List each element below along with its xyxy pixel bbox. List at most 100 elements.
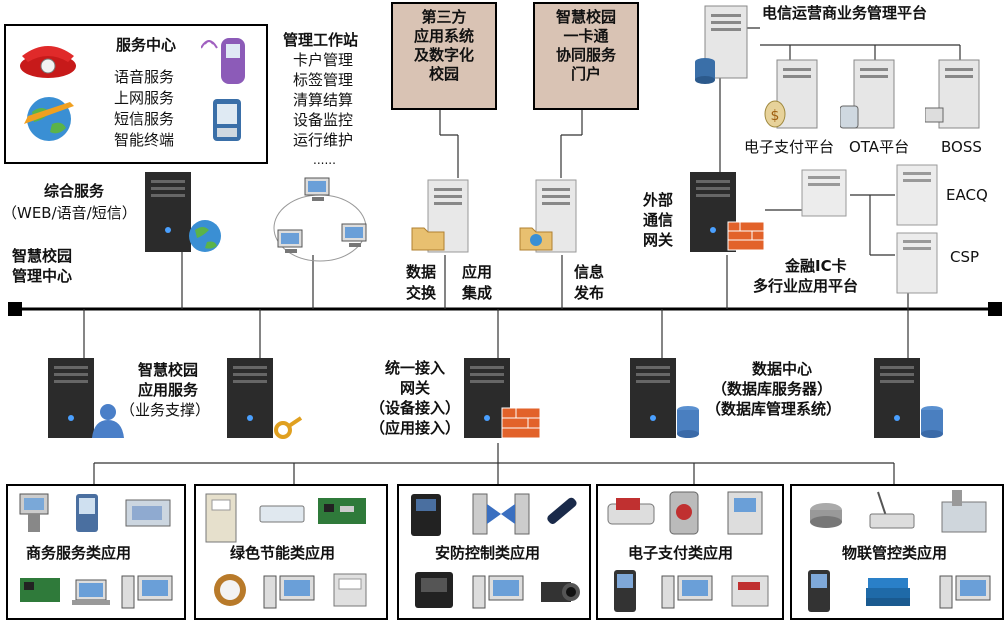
workstation-item: 设备监控 — [293, 111, 354, 129]
category-label: 绿色节能类应用 — [230, 544, 336, 562]
workstation-item: 标签管理 — [293, 71, 354, 89]
service-item: 语音服务 — [114, 68, 175, 86]
integrated-service-server-icon — [143, 170, 225, 260]
service-item: 智能终端 — [114, 131, 175, 149]
service-center-box: 服务中心 语音服务 上网服务 短信服务 智能终端 — [4, 24, 268, 164]
telecom-platform-title: 电信运营商业务管理平台 — [762, 4, 928, 22]
db-server-icon — [628, 356, 708, 446]
category-label: 安防控制类应用 — [435, 544, 541, 562]
workstation-item: 清算结算 — [293, 91, 354, 109]
machine-icon — [938, 488, 990, 540]
mobile-phone-icon — [200, 34, 257, 92]
campus-app-server-icon — [46, 356, 126, 446]
category-security-box: 安防控制类应用 — [397, 484, 591, 620]
csp-server-icon — [895, 231, 941, 299]
camera-icon — [539, 574, 583, 612]
category-energy-box: 绿色节能类应用 — [194, 484, 388, 620]
turnstile-icon — [471, 490, 531, 540]
db-server-icon — [872, 356, 952, 446]
boss-server-icon — [924, 58, 981, 134]
sensor-icon — [806, 496, 846, 534]
circuit-board-icon — [316, 494, 370, 532]
kiosk-icon — [14, 492, 54, 538]
desktop-pc-icon — [262, 572, 318, 616]
wireless-router-icon — [868, 490, 918, 538]
desktop-pc-icon — [120, 572, 176, 616]
finance-platform-label-1: 金融IC卡 — [785, 257, 847, 275]
scanner-wand-icon — [539, 492, 579, 536]
third-party-app-box: 第三方 应用系统 及数字化 校园 — [391, 2, 497, 110]
power-meter-icon — [330, 570, 370, 614]
telecom-main-server-icon — [693, 4, 753, 90]
external-gateway-server-icon — [688, 170, 768, 260]
service-item: 短信服务 — [114, 110, 175, 128]
category-label: 电子支付类应用 — [628, 544, 734, 562]
service-center-title: 服务中心 — [116, 36, 177, 54]
svg-text:$: $ — [771, 108, 780, 124]
data-exchange-label-1: 数据 — [406, 263, 437, 281]
csp-label: CSP — [950, 248, 980, 266]
workstation-title: 管理工作站 — [283, 31, 359, 49]
epay-server-icon: $ — [763, 58, 819, 134]
workstation-item: 运行维护 — [293, 131, 354, 149]
key-server-icon — [225, 356, 305, 446]
category-payment-box: 电子支付类应用 — [596, 484, 784, 620]
category-iot-box: 物联管控类应用 — [790, 484, 1004, 620]
campus-app-service-label-1: 智慧校园 — [138, 361, 199, 379]
boss-label: BOSS — [941, 138, 982, 156]
smart-terminal-icon — [212, 98, 242, 146]
management-center-label-1: 智慧校园 — [12, 247, 73, 265]
handheld-pos-icon — [612, 568, 638, 618]
integrated-service-subtitle: （WEB/语音/短信） — [2, 204, 137, 222]
category-label: 物联管控类应用 — [842, 544, 948, 562]
epay-platform-label: 电子支付平台 — [744, 138, 835, 156]
data-center-label-2: （数据库服务器） — [712, 380, 833, 398]
pda-icon — [72, 492, 102, 538]
category-label: 商务服务类应用 — [26, 544, 132, 562]
info-publish-label-2: 发布 — [574, 284, 605, 302]
integrated-service-title: 综合服务 — [44, 182, 105, 200]
service-item: 上网服务 — [114, 89, 175, 107]
data-exchange-server-icon — [410, 178, 472, 260]
access-terminal-icon — [409, 492, 445, 542]
pos-terminal-icon — [606, 494, 656, 532]
app-integration-label-2: 集成 — [462, 284, 493, 302]
data-center-label-3: （数据库管理系统） — [706, 400, 842, 418]
finance-platform-label-2: 多行业应用平台 — [753, 277, 859, 295]
card-reader-icon — [668, 490, 700, 540]
campus-app-service-label-3: （业务支撑） — [120, 401, 211, 419]
card-reader-icon — [124, 494, 174, 534]
management-center-label-2: 管理中心 — [12, 267, 73, 285]
network-card-icon — [18, 570, 64, 614]
management-workstation: 管理工作站 卡户管理 标签管理 清算结算 设备监控 运行维护 ...... — [283, 30, 358, 170]
finance-server-icon — [800, 168, 850, 222]
desktop-pc-icon — [471, 572, 527, 616]
eacq-label: EACQ — [946, 186, 988, 204]
desktop-pc-icon — [938, 572, 994, 616]
handheld-pos-icon — [806, 568, 832, 618]
ota-server-icon — [839, 58, 896, 134]
workstation-item: ...... — [313, 153, 336, 167]
data-center-label-1: 数据中心 — [752, 360, 813, 378]
unified-gateway-label: 统一接入 网关 （设备接入） （应用接入） — [369, 359, 460, 437]
data-exchange-label-2: 交换 — [406, 284, 437, 302]
water-meter-icon — [206, 570, 254, 614]
desktop-pc-icon — [660, 572, 716, 616]
eacq-server-icon — [895, 163, 941, 231]
info-publish-server-icon — [518, 178, 580, 260]
globe-icon — [20, 94, 78, 148]
category-commerce-box: 商务服务类应用 — [6, 484, 186, 620]
books-icon — [862, 574, 914, 614]
laptop-icon — [70, 578, 112, 614]
campus-app-service-label-2: 应用服务 — [138, 381, 199, 399]
unified-gateway-server-icon — [462, 356, 544, 448]
ota-platform-label: OTA平台 — [849, 138, 910, 156]
workstation-item: 卡户管理 — [293, 51, 354, 69]
workstation-pc-icon — [340, 222, 370, 254]
workstation-pc-icon — [303, 176, 333, 208]
id-scanner-icon — [411, 568, 457, 616]
workstation-pc-icon — [276, 228, 306, 260]
router-icon — [258, 500, 308, 530]
app-integration-label-1: 应用 — [462, 263, 493, 281]
phone-icon — [18, 36, 78, 84]
